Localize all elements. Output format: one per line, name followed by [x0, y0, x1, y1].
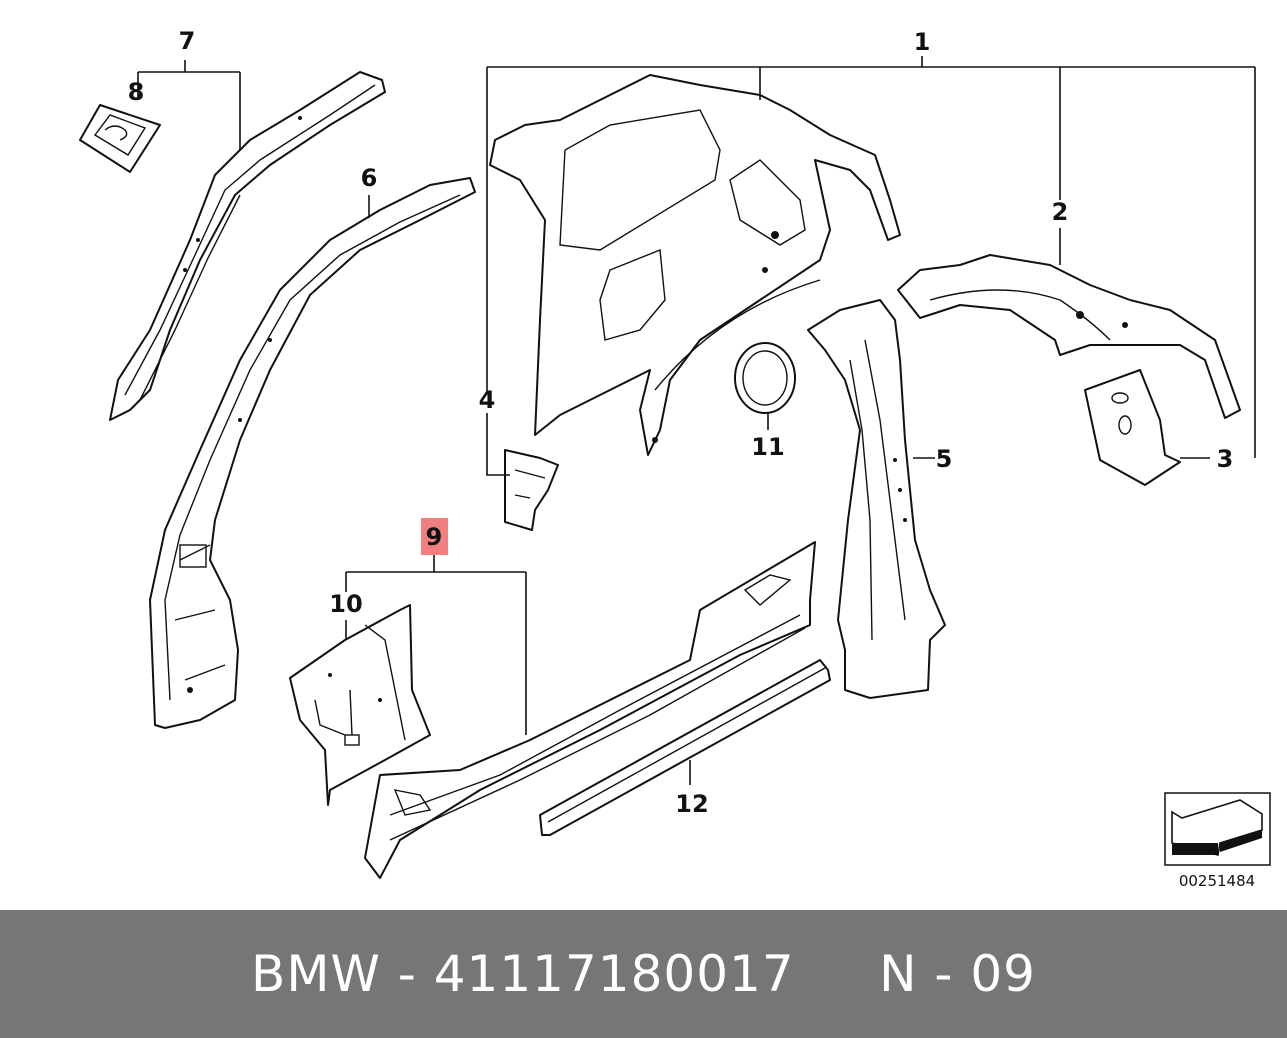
diagram-code: 00251484 [1179, 872, 1255, 890]
part-label-1[interactable]: 1 [914, 28, 931, 56]
part-2-drawing [897, 254, 1241, 419]
part-label-4[interactable]: 4 [479, 386, 496, 414]
part-label-12[interactable]: 12 [675, 790, 708, 818]
part-1-drawing [489, 74, 901, 456]
part-11-drawing [734, 342, 796, 414]
part-12-drawing [539, 659, 831, 836]
part-9-highlight [421, 518, 448, 555]
arrow-icon [1164, 792, 1271, 866]
footer-bar: BMW - 41117180017 N - 09 [0, 910, 1287, 1038]
part-9-drawing [364, 541, 816, 879]
footer-text: BMW - 41117180017 N - 09 [251, 945, 1036, 1003]
part-3-drawing [1084, 369, 1181, 486]
part-label-7[interactable]: 7 [179, 27, 196, 55]
part-6-drawing [149, 177, 476, 729]
part-8-drawing [79, 104, 161, 173]
part-label-5[interactable]: 5 [936, 445, 953, 473]
part-label-2[interactable]: 2 [1052, 198, 1069, 226]
part-label-11[interactable]: 11 [751, 433, 784, 461]
part-labels: 1 2 3 4 5 6 7 8 9 10 11 12 [128, 27, 1234, 818]
part-4-drawing [504, 449, 559, 531]
part-5-drawing [807, 299, 946, 699]
part-label-6[interactable]: 6 [361, 164, 378, 192]
part-7-drawing [109, 71, 386, 421]
part-label-10[interactable]: 10 [329, 590, 362, 618]
parts-diagram: 1 2 3 4 5 6 7 8 9 10 11 12 00251484 [79, 27, 1271, 890]
part-label-9[interactable]: 9 [426, 523, 443, 551]
part-label-8[interactable]: 8 [128, 78, 145, 106]
lead-lines [137, 56, 1256, 785]
part-10-drawing [289, 604, 431, 806]
part-label-3[interactable]: 3 [1217, 445, 1234, 473]
